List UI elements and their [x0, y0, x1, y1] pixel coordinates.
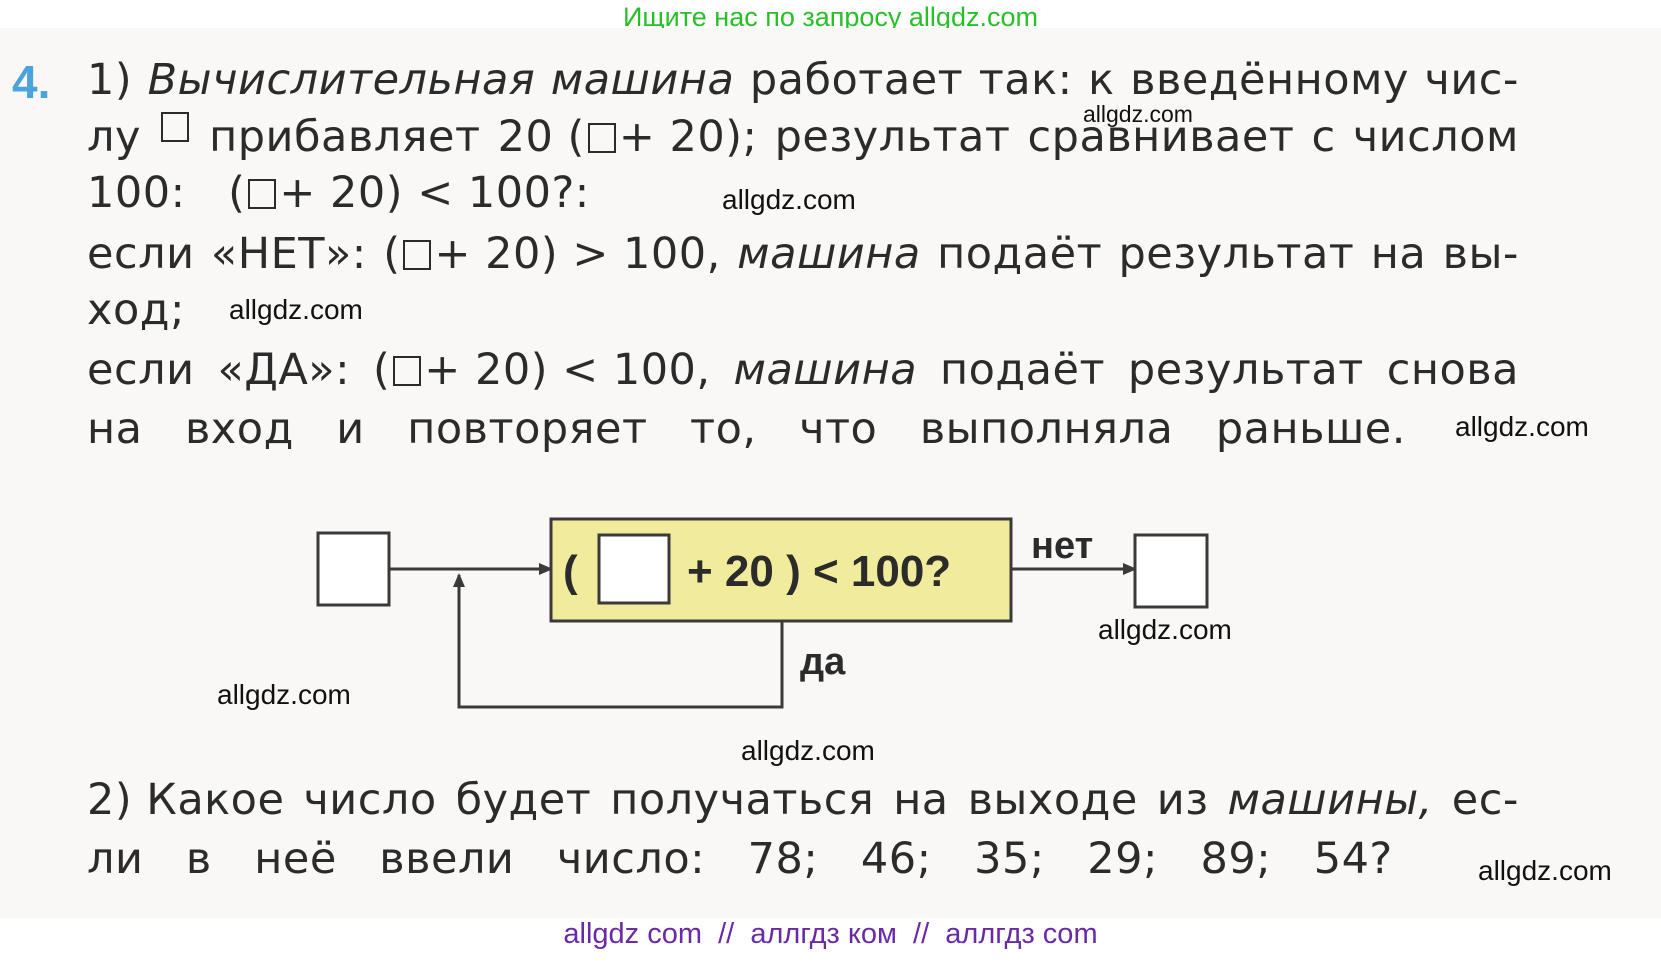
watermark[interactable]: allgdz.com	[229, 294, 363, 325]
text: прибавляет	[209, 112, 481, 162]
text: машина	[737, 229, 921, 279]
top-banner[interactable]: Ищите нас по запросу allgdz.com	[623, 2, 1038, 32]
no-label: нет	[1031, 525, 1093, 567]
watermark[interactable]: allgdz.com	[1478, 855, 1612, 886]
loop-arrow	[453, 573, 784, 709]
expression: ( + 20) < 100,	[373, 345, 711, 395]
watermark[interactable]: allgdz.com	[1083, 101, 1193, 127]
text: машина	[733, 345, 918, 395]
text: + 20) > 100,	[434, 229, 721, 279]
text: вы-	[1442, 229, 1519, 279]
text: (	[383, 229, 401, 279]
condition-square	[597, 533, 671, 605]
text: Вычислительная	[147, 55, 536, 105]
textbook-sheet	[0, 28, 1661, 918]
text: 2) Какое	[87, 775, 285, 825]
text: машины,	[1227, 775, 1433, 825]
expression: 20 ( + 20);	[498, 112, 758, 162]
text: к	[1088, 55, 1115, 105]
text: 20 (	[497, 112, 585, 162]
text: + 20);	[618, 112, 758, 162]
text: машина	[550, 55, 735, 105]
text: снова	[1386, 345, 1519, 395]
text: результат	[1118, 229, 1355, 279]
empty-square-icon	[587, 123, 616, 153]
text: так:	[978, 55, 1073, 105]
part2-line1: 2) Какое число будет получаться на выход…	[87, 775, 1519, 825]
text: чис-	[1424, 55, 1519, 105]
watermark[interactable]: allgdz.com	[1455, 411, 1589, 442]
text: результат	[774, 112, 1011, 162]
watermark[interactable]: allgdz.com	[722, 184, 856, 215]
text: «НЕТ»:	[210, 229, 367, 279]
part1-line7: на вход и повторяет то, что выполняла ра…	[87, 404, 1406, 454]
text: введённому	[1130, 55, 1409, 105]
text: ес-	[1451, 775, 1519, 825]
text: сравнивает	[1027, 112, 1295, 162]
part1-line4: если «НЕТ»: (+ 20) > 100, машина подаёт …	[87, 229, 1519, 279]
text: на	[1370, 229, 1427, 279]
text: подаёт	[937, 229, 1103, 279]
text: числом	[1352, 112, 1519, 162]
empty-square-icon	[393, 356, 422, 386]
text: лу	[87, 112, 141, 162]
text: работает	[749, 55, 964, 105]
watermark[interactable]: allgdz.com	[217, 679, 351, 710]
text: результат	[1127, 345, 1364, 395]
empty-square-icon	[161, 112, 190, 142]
text: (	[373, 345, 391, 395]
part1-line5: ход;	[87, 285, 185, 335]
task-number: 4.	[12, 56, 51, 108]
text: с	[1311, 112, 1336, 162]
part1-line6: если «ДА»: ( + 20) < 100, машина подаёт р…	[87, 345, 1519, 395]
output-box	[1133, 533, 1209, 609]
condition-text: + 20 ) < 100?	[687, 547, 951, 596]
yes-label: да	[800, 641, 846, 683]
empty-square-icon	[403, 240, 432, 270]
text: из	[1156, 775, 1209, 825]
part1-line2: лу прибавляет 20 ( + 20); результат сравн…	[87, 112, 1519, 162]
text: если	[87, 229, 195, 279]
part1-line3: 100: ( + 20) < 100?:	[87, 168, 1519, 218]
condition-open-paren: (	[563, 547, 578, 596]
text: 1)	[87, 55, 133, 105]
text: будет	[455, 775, 592, 825]
empty-square-icon	[248, 179, 277, 209]
input-box	[316, 531, 391, 607]
text: + 20) < 100,	[424, 345, 711, 395]
expression: ( + 20) > 100,	[383, 229, 721, 279]
text: выходе	[967, 775, 1138, 825]
text: если	[87, 345, 195, 395]
text: 100: (	[87, 168, 246, 218]
part2-line2: ли в неё ввели число: 78; 46; 35; 29; 89…	[87, 834, 1393, 884]
text: на	[893, 775, 949, 825]
text: получаться	[610, 775, 875, 825]
watermark[interactable]: allgdz.com	[741, 735, 875, 766]
text: число	[303, 775, 437, 825]
watermark[interactable]: allgdz.com	[1098, 614, 1232, 645]
text: «ДА»:	[217, 345, 351, 395]
bottom-banner[interactable]: allgdz com // аллгдз ком // аллгдз com	[563, 918, 1098, 950]
part1-line1: 1) Вычислительная машина работает так: к…	[87, 55, 1519, 105]
text: подаёт	[939, 345, 1105, 395]
text: + 20) < 100?:	[279, 168, 590, 218]
